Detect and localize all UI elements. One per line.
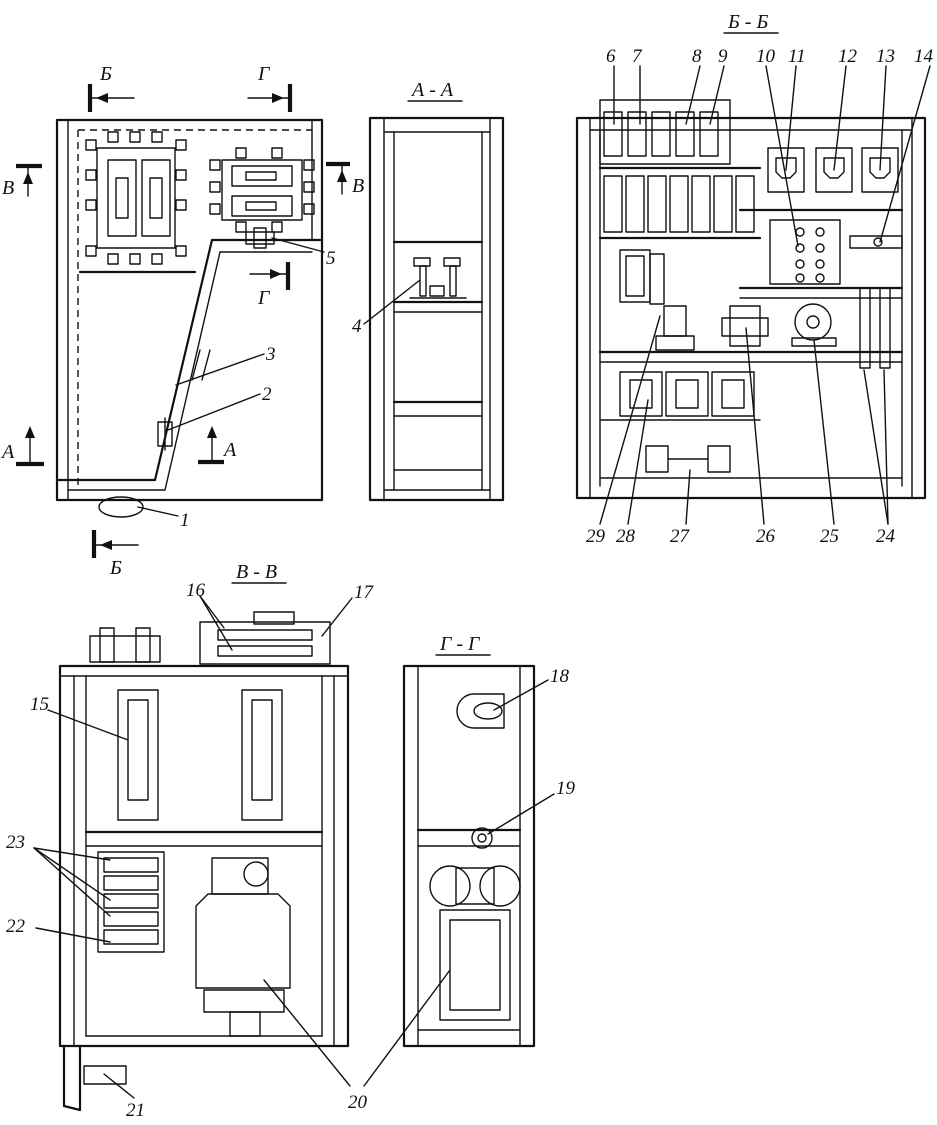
section-aa: А - А: [368, 79, 505, 502]
cut-label-g-mid: Г: [257, 287, 271, 309]
section-vv-title: В - В: [236, 561, 277, 583]
section-vv: В - В: [58, 561, 350, 1112]
callout-3: 3: [265, 344, 276, 365]
callout-11: 11: [788, 46, 806, 67]
cut-label-g-top: Г: [257, 63, 271, 85]
callout-2: 2: [262, 384, 272, 405]
drawout-unit-right: [209, 147, 315, 233]
callout-numbers: 1 2 3 4 5 6 7 8 9 10 11 12 13 14 15 16 1…: [6, 46, 934, 1121]
side-view: Б Г В В Г А А Б: [0, 63, 364, 579]
section-bb-title: Б - Б: [727, 11, 768, 33]
cut-label-a-left: А: [0, 441, 15, 463]
callout-27: 27: [670, 526, 691, 547]
cut-label-a-right: А: [222, 439, 237, 461]
callout-22: 22: [6, 916, 26, 937]
callout-28: 28: [616, 526, 636, 547]
callout-6: 6: [606, 46, 616, 67]
cut-label-v-right: В: [352, 175, 364, 197]
section-gg: Г - Г: [402, 633, 536, 1048]
callout-23: 23: [6, 832, 25, 853]
callout-21: 21: [126, 1100, 145, 1121]
callout-18: 18: [550, 666, 570, 687]
section-gg-title: Г - Г: [439, 633, 481, 655]
callout-25: 25: [820, 526, 839, 547]
callout-10: 10: [756, 46, 776, 67]
callout-13: 13: [876, 46, 895, 67]
section-aa-title: А - А: [410, 79, 454, 101]
callout-19: 19: [556, 778, 576, 799]
callout-24: 24: [876, 526, 896, 547]
callout-7: 7: [632, 46, 643, 67]
callout-14: 14: [914, 46, 934, 67]
callout-15: 15: [30, 694, 49, 715]
cut-label-v-left: В: [2, 177, 14, 199]
callout-20: 20: [348, 1092, 368, 1113]
drawout-unit-left: [85, 131, 187, 265]
callout-9: 9: [718, 46, 728, 67]
callout-5: 5: [326, 248, 336, 269]
section-bb: Б - Б: [575, 11, 927, 500]
callout-29: 29: [586, 526, 606, 547]
callout-1: 1: [180, 510, 190, 531]
callout-16: 16: [186, 580, 206, 601]
callout-4: 4: [352, 316, 362, 337]
cut-label-b-bottom: Б: [109, 557, 122, 579]
callout-8: 8: [692, 46, 702, 67]
callout-17: 17: [354, 582, 375, 603]
callout-leaders: [33, 65, 931, 1099]
callout-12: 12: [838, 46, 858, 67]
callout-26: 26: [756, 526, 776, 547]
cut-label-b-top: Б: [99, 63, 112, 85]
